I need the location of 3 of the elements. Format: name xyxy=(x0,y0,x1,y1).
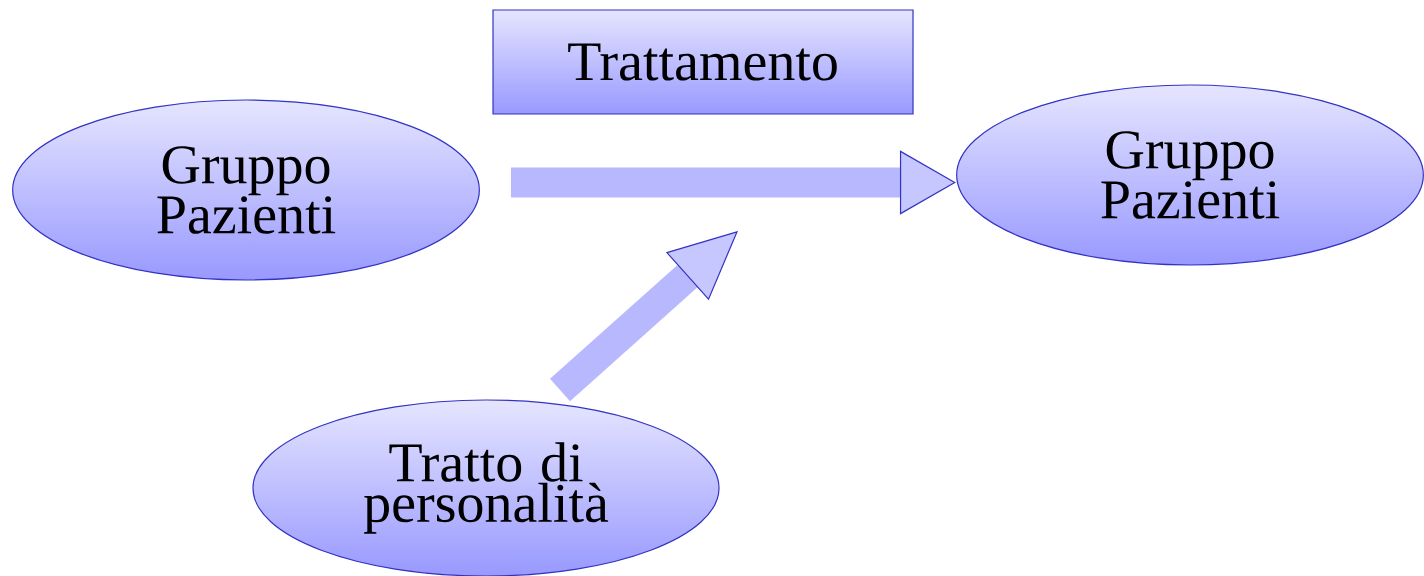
block-arrow xyxy=(550,231,738,402)
treatment-box: Trattamento xyxy=(492,9,914,115)
block-arrow xyxy=(510,150,956,215)
